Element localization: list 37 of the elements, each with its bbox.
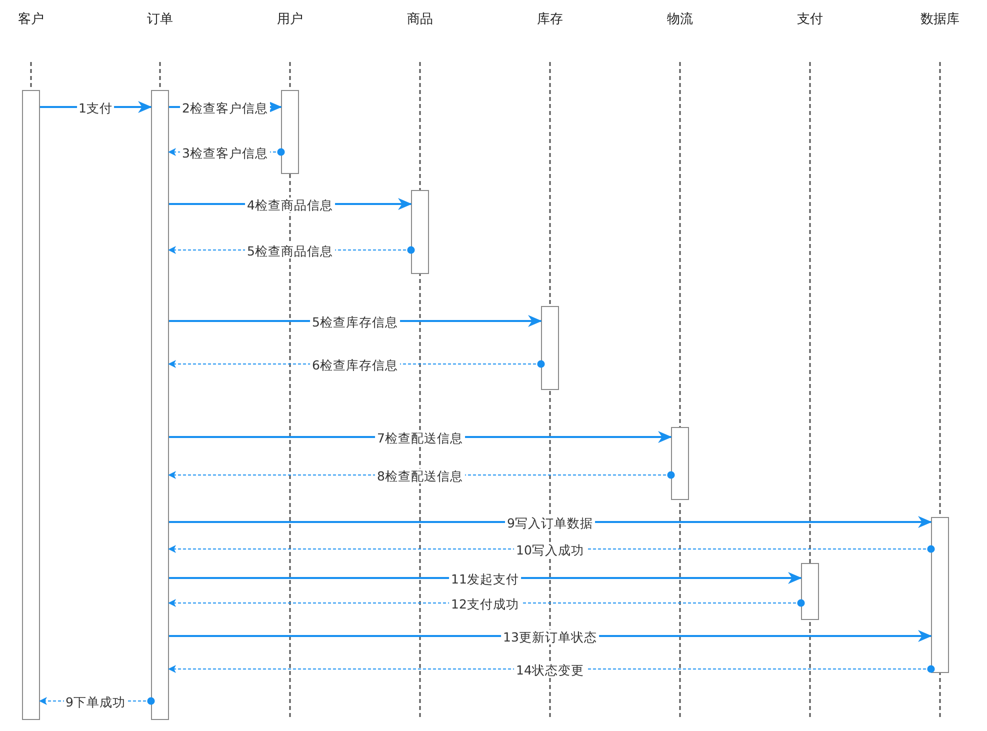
- activation-bar: [931, 517, 949, 673]
- message-arrow: [168, 545, 935, 553]
- participant-label: 支付: [797, 10, 823, 28]
- participant-label: 物流: [667, 10, 693, 28]
- activation-bar: [801, 563, 819, 620]
- activation-bar: [411, 190, 429, 274]
- message-label: 6检查库存信息: [310, 358, 400, 372]
- message-label: 10写入成功: [514, 542, 586, 558]
- message-arrow: [168, 665, 935, 673]
- message-label: 5检查商品信息: [245, 244, 335, 258]
- participant-label: 商品: [407, 10, 433, 28]
- message-arrow: [169, 572, 802, 584]
- message-label: 1支付: [76, 100, 114, 116]
- participant-label: 订单: [147, 10, 173, 28]
- message-label: 5检查库存信息: [310, 314, 400, 330]
- message-label: 9下单成功: [64, 694, 128, 710]
- participant-label: 客户: [18, 10, 44, 28]
- message-arrow: [168, 599, 805, 607]
- message-label: 2检查客户信息: [180, 100, 270, 116]
- message-label: 4检查商品信息: [245, 198, 335, 212]
- message-label: 7检查配送信息: [375, 430, 465, 446]
- activation-bar: [541, 306, 559, 390]
- message-arrow: [169, 516, 932, 528]
- message-label: 9写入订单数据: [505, 516, 595, 530]
- message-label: 14状态变更: [514, 662, 586, 678]
- message-label: 13更新订单状态: [501, 630, 599, 644]
- activation-bar: [22, 90, 40, 720]
- activation-bar: [281, 90, 299, 174]
- participant-label: 用户: [277, 10, 303, 28]
- participant-label: 数据库: [920, 10, 960, 28]
- message-label: 12支付成功: [449, 596, 521, 612]
- message-label: 11发起支付: [449, 572, 521, 586]
- activation-bar: [151, 90, 169, 720]
- message-label: 8检查配送信息: [375, 468, 465, 484]
- participant-label: 库存: [537, 10, 563, 28]
- activation-bar: [671, 427, 689, 500]
- message-label: 3检查客户信息: [180, 146, 270, 160]
